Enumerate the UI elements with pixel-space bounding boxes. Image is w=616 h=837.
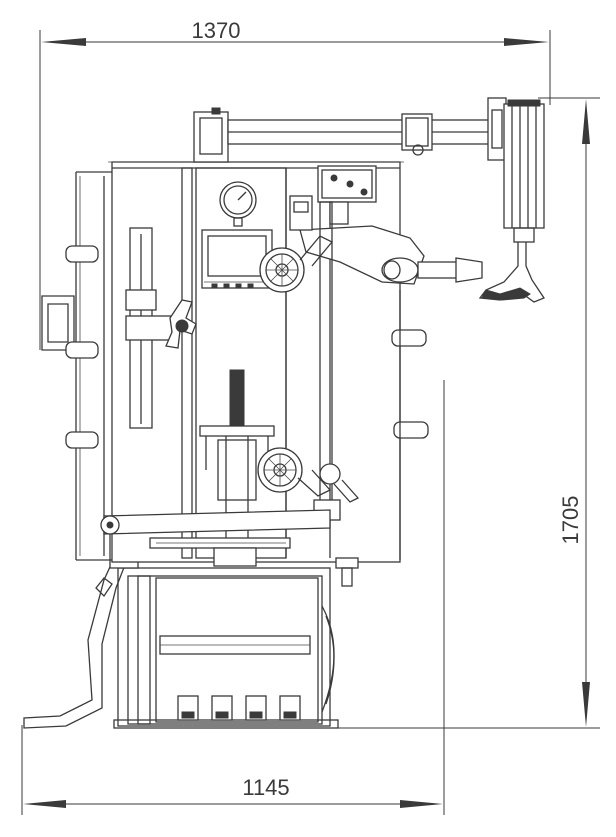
dimension-overall-width: 1370 — [39, 18, 551, 350]
mount-head — [289, 165, 483, 521]
helper-arm — [478, 99, 545, 303]
dimension-label-base-width: 1145 — [242, 775, 289, 800]
control-panel — [201, 229, 273, 289]
dimension-height: 1705 — [330, 97, 600, 729]
pressure-gauge — [219, 181, 257, 227]
lower-press-roller — [257, 447, 360, 503]
upper-press-roller — [259, 235, 334, 293]
swing-arm — [193, 97, 507, 163]
dimension-label-overall-width: 1370 — [192, 18, 241, 43]
base-cabinet — [113, 567, 339, 729]
right-rim-pegs — [391, 290, 429, 560]
turntable-arm — [100, 509, 359, 587]
left-slide-handle — [125, 227, 197, 429]
dimension-label-height: 1705 — [558, 496, 583, 545]
dimension-base-width: 1145 — [21, 380, 445, 815]
left-safety-cage — [41, 171, 112, 561]
foot-pedals — [177, 695, 301, 721]
